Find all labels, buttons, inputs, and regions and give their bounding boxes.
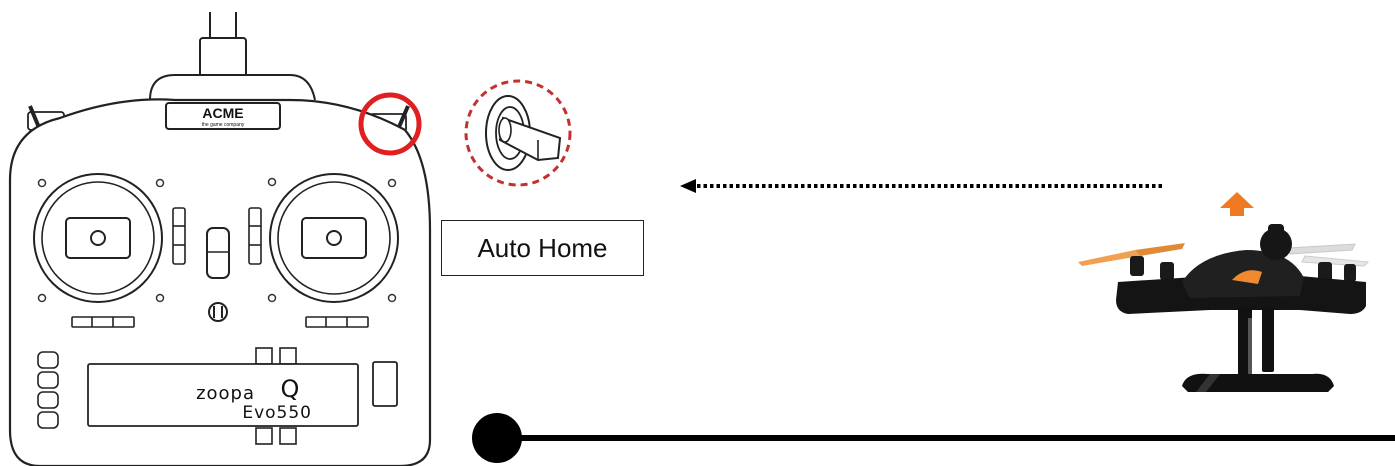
- knob: [208, 302, 228, 322]
- ground-line: [472, 413, 1395, 463]
- antenna: [199, 12, 247, 81]
- brand-name: ACME: [202, 105, 243, 121]
- left-buttons: [37, 351, 59, 429]
- model-name-line1: zoopa: [196, 383, 255, 404]
- toggle-switch-closeup: [464, 79, 572, 187]
- right-side-slot: [372, 361, 398, 407]
- rc-transmitter: ACME the game company: [8, 12, 432, 466]
- landing-gear: [1182, 308, 1334, 392]
- brand-plate: ACME the game company: [165, 102, 281, 130]
- model-name-line2: Evo550: [242, 403, 312, 423]
- screw-holes: [37, 177, 397, 303]
- vertical-trims: [172, 207, 262, 265]
- horizontal-trims: [71, 316, 369, 328]
- auto-home-label: Auto Home: [441, 220, 644, 276]
- lcd-screen: [87, 363, 359, 427]
- auto-home-text: Auto Home: [477, 232, 608, 263]
- model-badge: Q: [281, 375, 300, 403]
- right-joystick: [269, 173, 399, 303]
- home-point-dot: [472, 413, 522, 463]
- brand-tagline: the game company: [202, 122, 245, 128]
- orange-up-arrow: [1220, 192, 1254, 216]
- screen-tabs: [255, 347, 297, 445]
- return-home-arrow: [680, 179, 1162, 193]
- center-switch: [206, 227, 230, 279]
- switch-highlight-circle: [358, 92, 422, 156]
- drone: [1078, 192, 1370, 392]
- motors: [1130, 256, 1356, 282]
- left-joystick: [33, 173, 163, 303]
